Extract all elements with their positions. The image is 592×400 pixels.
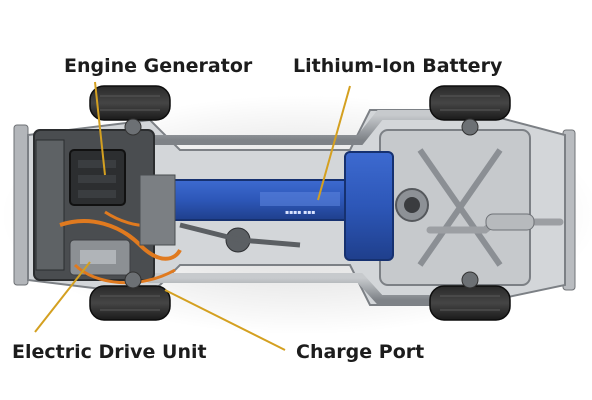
muffler bbox=[485, 213, 535, 231]
right-rail bbox=[145, 273, 475, 305]
front-bumper bbox=[13, 124, 29, 286]
left-rail bbox=[145, 110, 475, 145]
front-right-tire bbox=[89, 285, 171, 321]
front-left-tire bbox=[89, 85, 171, 121]
callout-engine-generator: Engine Generator bbox=[64, 55, 253, 77]
rear-right-tire bbox=[429, 285, 511, 321]
callout-electric-drive-unit: Electric Drive Unit bbox=[12, 341, 207, 363]
leader-edu bbox=[34, 261, 91, 333]
battery-pack: ▪▪▪▪ ▪▪▪ bbox=[169, 151, 394, 261]
front-crossmember bbox=[139, 174, 176, 246]
leader-charge-port bbox=[164, 289, 286, 351]
callout-charge-port: Charge Port bbox=[296, 341, 425, 363]
callout-lithium-ion-battery: Lithium-Ion Battery bbox=[293, 55, 503, 77]
radiator bbox=[35, 139, 65, 271]
leader-battery bbox=[317, 85, 351, 201]
svg-text:▪▪▪▪ ▪▪▪: ▪▪▪▪ ▪▪▪ bbox=[285, 209, 315, 216]
leader-engine-generator bbox=[94, 81, 106, 176]
rear-left-tire bbox=[429, 85, 511, 121]
